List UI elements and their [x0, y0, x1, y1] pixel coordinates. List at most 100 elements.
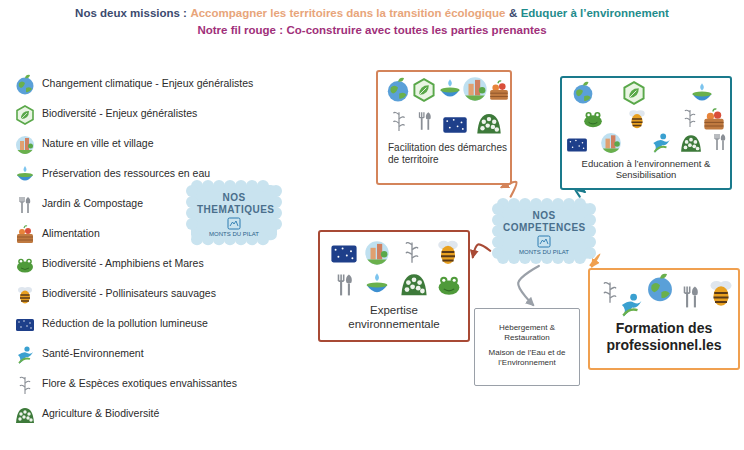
competence-box: Education à l’environnement & Sensibilis… — [560, 76, 732, 190]
legend-entry: Agriculture & Biodiversité — [12, 402, 252, 426]
theme-icon — [490, 81, 508, 100]
title-line: Nos deux missions :Accompagner les terri… — [0, 7, 744, 19]
competence-box: Expertise environnementale — [318, 230, 470, 342]
theme-icon — [17, 226, 33, 243]
cloud-shape — [186, 180, 282, 245]
mission-text: Nos deux missions : — [75, 7, 187, 19]
connector-arrow — [473, 244, 490, 257]
theme-icon — [365, 241, 388, 264]
node-subtext: Maison de l’Eau et de l’Environnement — [479, 348, 575, 367]
legend-text: Agriculture & Biodiversité — [42, 407, 159, 419]
theme-icon — [704, 109, 723, 130]
theme-icon — [685, 110, 695, 127]
legend-text: Santé-Environnement — [42, 347, 144, 359]
legend-entry: Biodiversité - Enjeux généralistes — [12, 102, 252, 126]
legend-text: Biodiversité - Enjeux généralistes — [42, 107, 197, 119]
cloud-shape — [492, 198, 596, 264]
legend-text: Nature en ville et village — [42, 137, 153, 149]
theme-icon — [20, 377, 30, 394]
theme-icon — [463, 77, 486, 100]
theme-icon — [681, 135, 701, 152]
theme-icon — [17, 75, 34, 95]
mission-text: & — [509, 7, 517, 19]
theme-icon — [394, 112, 405, 131]
node-title: Facilitation des démarches de territoire — [388, 142, 510, 166]
theme-icon — [584, 112, 602, 127]
theme-icon — [653, 134, 670, 153]
legend-icon — [14, 254, 36, 276]
theme-icon — [574, 82, 593, 104]
legend-icon — [14, 284, 36, 306]
node-title: Hébergement & Restauration — [479, 323, 575, 342]
legend-icon — [14, 344, 36, 366]
theme-icon — [16, 136, 34, 154]
theme-icon — [18, 287, 32, 304]
theme-icon — [440, 79, 459, 96]
park-logo — [538, 236, 550, 247]
node-title: NOS COMPETENCES — [503, 210, 585, 234]
legend-icon — [14, 194, 36, 216]
theme-icon — [604, 282, 616, 302]
park-logo — [228, 218, 240, 229]
theme-icon — [17, 106, 33, 124]
legend-text: Préservation des ressources en eau — [42, 167, 210, 179]
theme-icon — [624, 82, 643, 104]
legend-icon — [14, 314, 36, 336]
theme-icon — [711, 281, 732, 306]
theme-icon — [438, 241, 458, 264]
theme-icon — [622, 294, 642, 317]
theme-icon — [406, 242, 418, 262]
node-art — [475, 309, 581, 387]
theme-icon — [339, 275, 352, 296]
theme-icon — [20, 197, 30, 213]
legend-text: Biodiversité - Amphibiens et Mares — [42, 257, 204, 269]
mission-text: Accompagner les territoires dans la tran… — [190, 7, 505, 19]
legend-text: Jardin & Compostage — [42, 197, 143, 209]
theme-icon — [685, 287, 698, 308]
legend-text: Réduction de la pollution lumineuse — [42, 317, 208, 329]
legend-entry: Changement climatique - Enjeux généralis… — [12, 72, 252, 96]
theme-icon — [414, 79, 433, 101]
theme-icon — [401, 274, 426, 295]
theme-icon — [601, 133, 621, 153]
theme-icon — [715, 134, 725, 150]
legend-text: Biodiversité - Pollinisateurs sauvages — [42, 287, 216, 299]
legend-text: Flore & Espèces exotiques envahissantes — [42, 377, 237, 389]
theme-icon — [692, 83, 711, 100]
connector-arrow — [518, 266, 539, 305]
title-line: Notre fil rouge :Co-construire avec tout… — [0, 24, 744, 36]
competence-box: Formation des professionnel.les — [588, 268, 740, 370]
legend-icon — [14, 104, 36, 126]
mission-text: Co-construire avec toutes les parties pr… — [286, 24, 546, 36]
mission-text: Eduquer à l’environnement — [521, 7, 669, 19]
legend-entry: Biodiversité - Amphibiens et Mares — [12, 252, 252, 276]
node-subtext: MONTS DU PILAT — [504, 249, 584, 256]
node-subtext: MONTS DU PILAT — [194, 231, 274, 238]
theme-icon — [629, 110, 644, 128]
legend-entry: Nature en ville et village — [12, 132, 252, 156]
cloud-node: NOS COMPETENCES MONTS DU PILAT — [492, 198, 596, 264]
node-art — [378, 72, 514, 187]
theme-icon — [18, 346, 33, 364]
theme-icon — [16, 319, 34, 331]
theme-icon — [648, 274, 672, 302]
legend-entry: Flore & Espèces exotiques envahissantes — [12, 372, 252, 396]
legend-icon — [14, 224, 36, 246]
node-title: Formation des professionnel.les — [592, 320, 736, 354]
theme-icon — [420, 112, 431, 130]
theme-icon — [443, 117, 466, 133]
theme-icon — [477, 114, 500, 133]
theme-icon — [367, 273, 388, 292]
competence-box: Facilitation des démarches de territoire — [376, 70, 512, 185]
mission-text: Notre fil rouge : — [197, 24, 283, 36]
theme-icon — [567, 138, 587, 151]
legend-text: Alimentation — [42, 227, 100, 239]
legend-entry: Biodiversité - Pollinisateurs sauvages — [12, 282, 252, 306]
legend-icon — [14, 374, 36, 396]
competence-box: Hébergement & RestaurationMaison de l’Ea… — [474, 308, 580, 386]
node-title: Expertise environnementale — [324, 304, 464, 332]
legend-icon — [14, 164, 36, 186]
theme-icon — [331, 246, 356, 263]
legend-text: Changement climatique - Enjeux généralis… — [42, 77, 253, 89]
